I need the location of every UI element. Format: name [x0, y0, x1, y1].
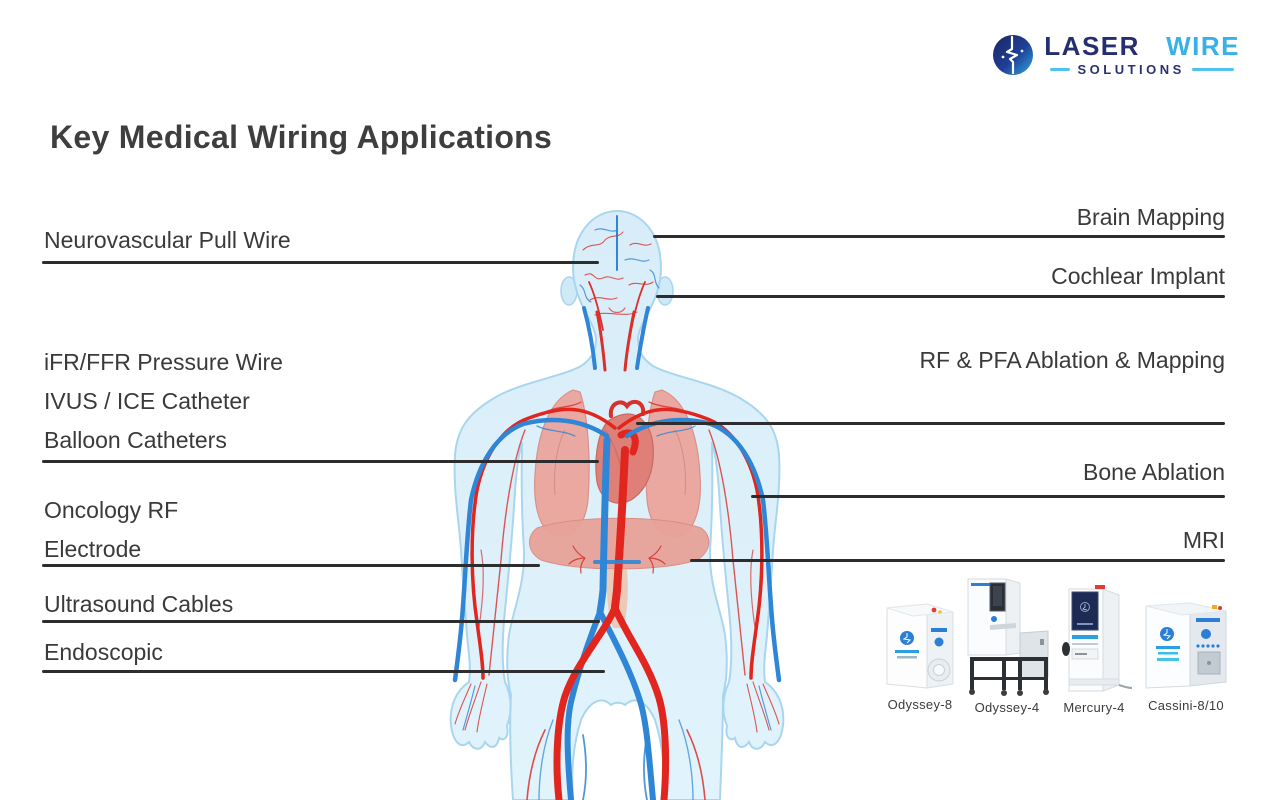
shoulder-vessels [536, 401, 696, 437]
callout-cochlear-implant: Cochlear Implant [1051, 260, 1225, 292]
product-image-cassini-8-10 [1145, 602, 1227, 689]
leg-vessels [526, 719, 706, 800]
logo-subtitle-row: SOLUTIONS [1050, 62, 1234, 77]
callout-bone-ablation: Bone Ablation [1083, 456, 1225, 488]
callout-brain-mapping: Brain Mapping [1077, 201, 1225, 233]
callout-endoscopic: Endoscopic [44, 636, 163, 668]
leader-line-oncology-rf [42, 564, 540, 567]
callout-label: iFR/FFR Pressure Wire [44, 349, 283, 375]
leader-line-cochlear-implant [656, 295, 1225, 298]
callout-label: Endoscopic [44, 639, 163, 665]
logo-dash-left [1050, 68, 1071, 71]
callout-label: Oncology RF [44, 497, 179, 523]
callout-label: MRI [1182, 527, 1225, 553]
product-name-odyssey-8: Odyssey-8 [887, 697, 953, 712]
callout-label: Bone Ablation [1083, 459, 1225, 485]
product-name-cassini-8-10: Cassini-8/10 [1148, 698, 1224, 713]
callout-mri: MRI [1183, 524, 1225, 556]
callout-label: Neurovascular Pull Wire [44, 227, 291, 253]
callout-label: IVUS / ICE Catheter [44, 388, 250, 414]
logo-brand-name: LASER WIRE [1044, 33, 1240, 59]
leader-line-balloon-catheters [42, 460, 599, 463]
product-odyssey-8: Odyssey-8 [872, 598, 968, 712]
logo-word-wire: WIRE [1166, 31, 1240, 61]
logo-wordmark: LASER WIRE SOLUTIONS [1044, 33, 1240, 77]
callout-label: Ultrasound Cables [44, 591, 234, 617]
page-title: Key Medical Wiring Applications [50, 119, 553, 156]
human-body-illustration [449, 209, 785, 800]
callout-coronary-group: iFR/FFR Pressure Wire IVUS / ICE Cathete… [44, 343, 283, 460]
product-name-mercury-4: Mercury-4 [1063, 700, 1125, 715]
leader-line-mri [690, 559, 1225, 562]
callout-label: Balloon Catheters [44, 427, 227, 453]
product-image-mercury-4 [1062, 585, 1133, 692]
laser-wire-solutions-logo: LASER WIRE SOLUTIONS [991, 33, 1240, 77]
leader-line-neurovascular [42, 261, 599, 264]
laser-wire-logo-icon [993, 35, 1034, 75]
product-image-odyssey-8 [886, 603, 954, 689]
callout-label: Electrode [44, 536, 142, 562]
callout-rf-pfa-ablation-mapping: RF & PFA Ablation & Mapping [919, 344, 1225, 376]
logo-word-laser: LASER [1044, 31, 1140, 61]
leader-line-brain-mapping [653, 235, 1225, 238]
product-cassini-8-10: Cassini-8/10 [1138, 596, 1234, 713]
callout-neurovascular-pull-wire: Neurovascular Pull Wire [44, 224, 291, 256]
callout-label: RF & PFA Ablation & Mapping [919, 347, 1225, 373]
ears [560, 276, 674, 306]
leader-line-endoscopic [42, 670, 605, 673]
body-silhouette [449, 209, 785, 800]
product-mercury-4: Mercury-4 [1051, 583, 1137, 715]
callout-ultrasound-cables: Ultrasound Cables [44, 588, 233, 620]
torso-vessels [553, 429, 670, 800]
logo-dash-right [1191, 68, 1234, 71]
product-odyssey-4: Odyssey-4 [957, 573, 1057, 715]
product-image-odyssey-4 [967, 578, 1049, 696]
callout-oncology-rf-electrode: Oncology RF Electrode [44, 491, 178, 569]
callout-label: Brain Mapping [1076, 204, 1225, 230]
leader-line-bone-ablation [751, 495, 1225, 498]
leader-line-ultrasound-cables [42, 620, 600, 623]
product-name-odyssey-4: Odyssey-4 [974, 700, 1040, 715]
leader-line-rf-pfa [636, 422, 1225, 425]
callout-label: Cochlear Implant [1051, 263, 1225, 289]
arm-vessels [452, 407, 782, 733]
neck-vessels [582, 306, 650, 372]
logo-word-solutions: SOLUTIONS [1077, 62, 1185, 77]
